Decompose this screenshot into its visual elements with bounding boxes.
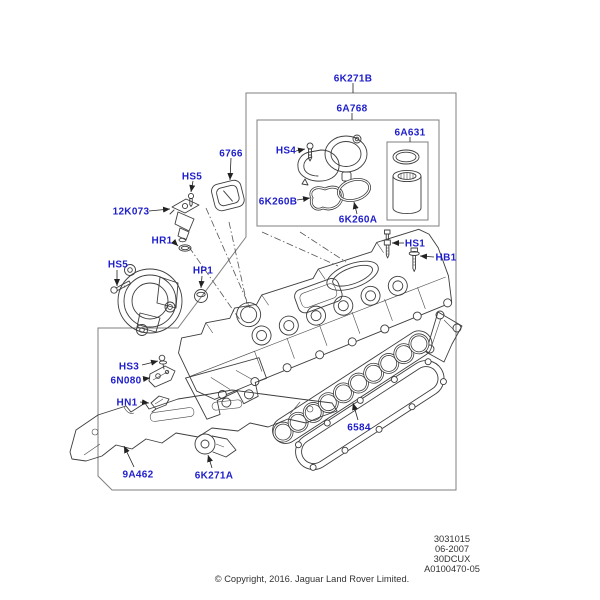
drawing-reference-block: 3031015 06-2007 30DCUX A0100470-05	[424, 534, 480, 574]
bracket-6n080-drawing	[148, 365, 176, 388]
camshaft-sensor-drawing	[169, 198, 200, 243]
box-6a631	[386, 141, 429, 221]
assembly-centerlines	[188, 207, 347, 321]
part-label-hs4: HS4	[276, 146, 296, 157]
screw-hs5-top-drawing	[187, 192, 195, 207]
drawing-code-4: A0100470-05	[424, 564, 480, 574]
part-label-6584: 6584	[347, 423, 371, 434]
part-label-6k260a: 6K260A	[339, 215, 378, 226]
screw-hs3-drawing	[158, 354, 168, 370]
valve-cover-drawing	[178, 228, 453, 420]
stud-hs1-drawing	[383, 229, 391, 259]
o-ring-hr1-drawing	[178, 244, 192, 252]
part-label-9a462: 9A462	[123, 470, 154, 481]
gasket-6k260a-drawing	[336, 178, 372, 202]
part-label-6a631: 6A631	[395, 128, 426, 139]
part-label-6766: 6766	[219, 149, 243, 160]
drawing-code-2: 06-2007	[435, 544, 469, 554]
filter-6a631-drawing	[392, 149, 422, 215]
drawing-code-3: 30DCUX	[434, 554, 471, 564]
part-label-6a768: 6A768	[337, 104, 368, 115]
part-label-12k073: 12K073	[113, 207, 150, 218]
bolt-hs5-left-drawing	[110, 280, 131, 294]
heat-shield-drawing	[69, 389, 338, 462]
part-label-hb1: HB1	[436, 253, 457, 264]
part-label-hs5-top: HS5	[182, 172, 202, 183]
part-label-6n080: 6N080	[111, 376, 142, 387]
copyright-notice: © Copyright, 2016. Jaguar Land Rover Lim…	[215, 574, 409, 584]
bolt-hs4-drawing	[306, 142, 314, 162]
clip-hn1-drawing	[150, 395, 170, 413]
part-label-hr1: HR1	[152, 236, 173, 247]
box-6a768	[256, 119, 440, 227]
cover-gasket-6584-drawing	[294, 358, 447, 471]
part-label-hs5-left: HS5	[108, 260, 128, 271]
leader-lines	[114, 147, 435, 469]
part-label-hs3: HS3	[119, 362, 139, 373]
part-label-6k271a: 6K271A	[195, 471, 234, 482]
border-frame	[97, 83, 457, 491]
part-label-hs1: HS1	[405, 239, 425, 250]
oil-cap-drawing	[211, 179, 245, 212]
part-label-hn1: HN1	[117, 398, 138, 409]
part-label-6k260b: 6K260B	[259, 197, 298, 208]
plug-hp1-drawing	[194, 289, 208, 303]
part-label-6k271b: 6K271B	[334, 74, 373, 85]
gasket-6k271a-drawing	[194, 433, 237, 458]
chain-gasket-drawing	[272, 330, 433, 444]
lifting-bracket-drawing	[425, 310, 463, 363]
drawing-code-1: 3031015	[434, 534, 470, 544]
part-label-hp1: HP1	[193, 266, 213, 277]
oil-separator-drawing	[297, 134, 368, 186]
bolt-hb1-drawing	[408, 247, 420, 272]
throttle-body-drawing	[117, 264, 183, 336]
